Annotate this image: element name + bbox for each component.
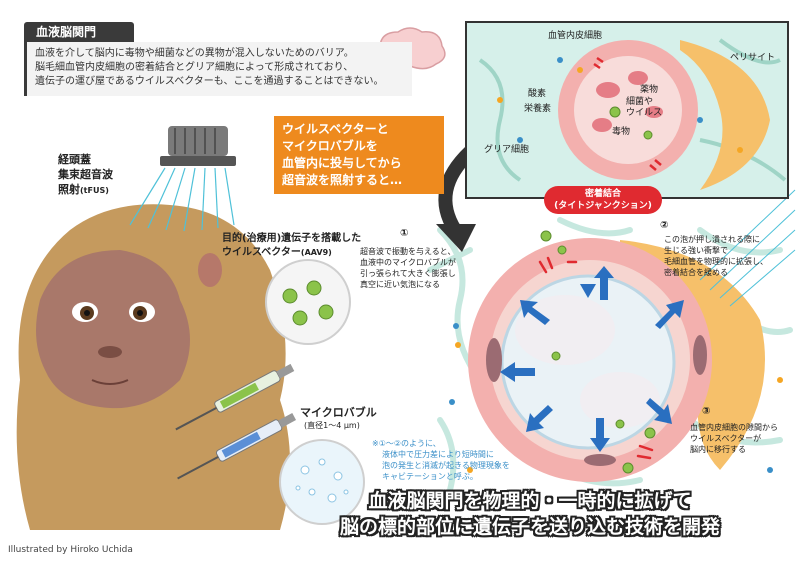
intro-line-2: 脳毛細血管内皮細胞の密着結合とグリア細胞によって形成されており、: [35, 62, 354, 73]
step-3-number: ③: [702, 406, 711, 417]
label-oxygen: 酸素: [528, 89, 547, 99]
procedure-callout: ウイルスベクターと マイクロバブルを 血管内に投与してから 超音波を照射すると…: [274, 116, 444, 194]
syringe-vector: [175, 363, 295, 431]
headline-line-2: 脳の標的部位に遺伝子を送り込む技術を開発: [339, 516, 720, 538]
label-glia: グリア細胞: [484, 145, 530, 155]
syringe-microbubble: [177, 412, 297, 480]
label-bacteria: 細菌や ウイルス: [626, 97, 663, 118]
step-2-number: ②: [660, 220, 669, 231]
label-endothelial: 血管内皮細胞: [548, 31, 603, 41]
vector-label: 目的(治療用)遺伝子を搭載した ウイルスベクター(AAV9): [222, 233, 362, 258]
headline: 血液脳関門を物理的・一時的に拡げて 脳の標的部位に遺伝子を送り込む技術を開発: [270, 488, 790, 540]
label-toxin: 毒物: [612, 127, 631, 137]
intro-line-1: 血液を介して脳内に毒物や細菌などの異物が混入しないためのバリア。: [35, 48, 354, 59]
cavitation-note: ※①〜②のように、 液体中で圧力差により短時間に 泡の発生と消滅が起きる物理現象…: [372, 439, 510, 481]
tight-junction-badge: 密着結合 (タイトジャンクション): [544, 186, 662, 214]
step-1-text: 超音波で振動を与えると、 血液中のマイクロバブルが 引っ張られて大きく膨張し 真…: [360, 247, 456, 289]
vessel-cross-section: [449, 189, 796, 482]
step-3-text: 血管内皮細胞の隙間から ウイルスベクターが 脳内に移行する: [690, 423, 778, 454]
ultrasound-transducer: [129, 126, 236, 232]
expansion-arrows: [500, 266, 684, 452]
illustrator-credit: Illustrated by Hiroko Uchida: [8, 545, 133, 555]
label-nutrient: 栄養素: [524, 104, 552, 114]
label-pericyte: ペリサイト: [730, 53, 776, 63]
intro-description: 血液を介して脳内に毒物や細菌などの異物が混入しないためのバリア。 脳毛細血管内皮…: [24, 42, 412, 96]
pericyte-shape-large: [620, 240, 765, 470]
vector-bubble: [265, 259, 351, 345]
microbubble-bubble: [279, 439, 365, 525]
step-2-text: この泡が押し潰される際に 生じる強い衝撃で 毛細血管を物理的に拡張し、 密着結合…: [664, 235, 768, 277]
intro-line-3: 遺伝子の運び屋であるウイルスベクターも、ここを通過することはできない。: [35, 76, 384, 87]
label-drug: 薬物: [640, 85, 659, 95]
headline-line-1: 血液脳関門を物理的・一時的に拡げて: [368, 490, 692, 512]
step-1-number: ①: [400, 228, 409, 239]
fus-label: 経頭蓋 集束超音波 照射(tFUS): [58, 153, 113, 196]
title-tab: 血液脳関門: [24, 22, 134, 42]
flow-arrow: [438, 146, 475, 234]
microbubble-label: マイクロバブル (直径1〜4 μm): [300, 406, 377, 430]
